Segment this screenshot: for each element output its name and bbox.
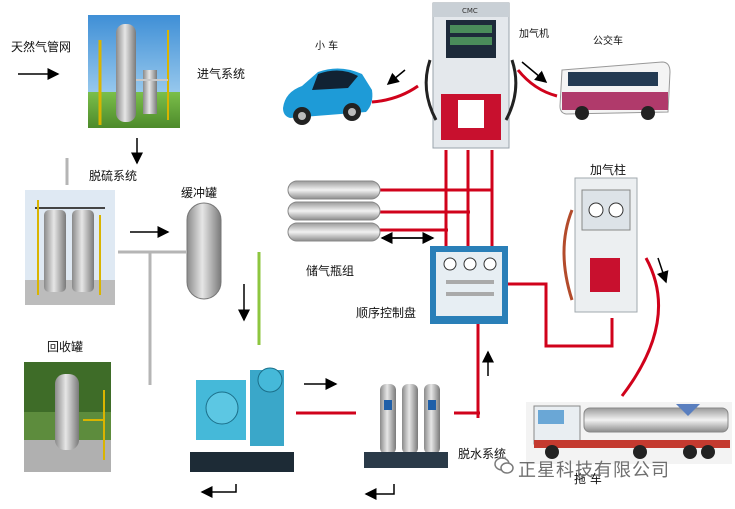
label-buffer-tank: 缓冲罐	[181, 186, 218, 200]
storage-cylinders-image	[287, 180, 381, 242]
label-sequence-control-panel: 顺序控制盘	[356, 306, 417, 320]
small-car-image	[283, 68, 373, 125]
gray-pipes	[65, 158, 186, 385]
compressor-image	[188, 362, 296, 476]
filling-post-image	[562, 177, 638, 313]
label-pipeline: 天然气管网	[11, 40, 72, 54]
dispenser-brand: CMC	[462, 7, 478, 15]
flow-arrows	[18, 61, 669, 500]
watermark-text: 正星科技有限公司	[518, 460, 670, 481]
dispenser-image: CMC	[424, 2, 518, 149]
label-desulfur-system: 脱硫系统	[89, 169, 138, 183]
label-filling-post: 加气柱	[590, 163, 627, 177]
red-pipes	[296, 69, 661, 418]
label-storage-cylinders: 储气瓶组	[306, 264, 355, 278]
bus-image	[559, 61, 671, 120]
intake-system-image	[88, 15, 180, 128]
control-panel-image	[430, 246, 508, 324]
label-small-car: 小 车	[315, 41, 339, 52]
dryer-image	[360, 366, 452, 470]
buffer-tank-image	[186, 202, 222, 300]
label-trailer: 拖 车	[574, 472, 602, 486]
wechat-icon	[494, 457, 514, 474]
trailer-image	[526, 402, 732, 464]
label-dispenser: 加气机	[519, 29, 549, 40]
label-recovery-tank: 回收罐	[47, 340, 84, 354]
recovery-tank-image	[24, 362, 111, 472]
label-bus: 公交车	[593, 36, 623, 47]
label-intake-system: 进气系统	[197, 67, 246, 81]
label-dewater-system: 脱水系统	[458, 447, 507, 461]
desulfur-system-image	[25, 190, 115, 305]
